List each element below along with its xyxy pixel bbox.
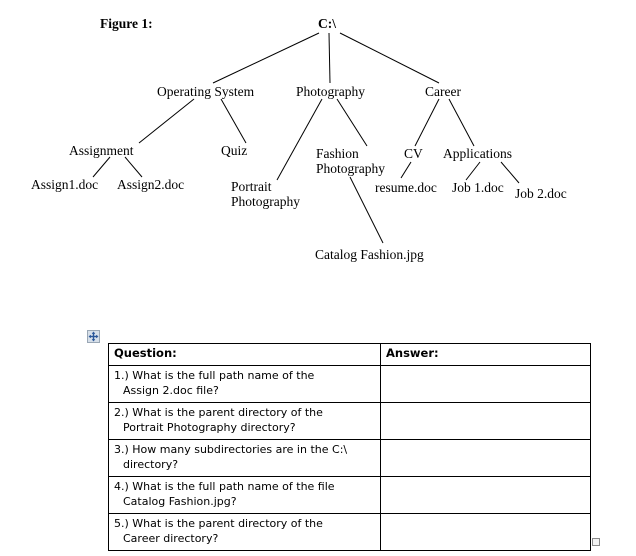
tree-node-assign1: Assign1.doc <box>31 177 99 192</box>
tree-edge-career-to-applications <box>448 98 475 147</box>
tree-node-fashion: Fashion Photography <box>316 146 385 176</box>
tree-edge-root-to-photography <box>328 32 331 84</box>
column-header-question: Question: <box>108 343 381 366</box>
question-line-2: directory? <box>123 458 179 471</box>
tree-node-job1: Job 1.doc <box>452 180 504 195</box>
tree-edge-root-to-os <box>212 32 320 84</box>
tree-node-resume: resume.doc <box>375 180 437 195</box>
qa-table-wrapper: Question: Answer: 1.) What is the full p… <box>108 343 591 551</box>
question-line-2: Career directory? <box>123 532 219 545</box>
figure-tree-diagram: Figure 1: C:\ Operating System Photography… <box>31 16 567 262</box>
tree-edge-root-to-career <box>339 32 440 84</box>
question-line-2: Assign 2.doc file? <box>123 384 219 397</box>
question-line-1: 3.) How many subdirectories are in the C… <box>114 443 348 456</box>
question-line-1: 4.) What is the full path name of the fi… <box>114 480 335 493</box>
answer-cell[interactable] <box>380 365 591 403</box>
question-cell: 4.) What is the full path name of the fi… <box>108 476 381 514</box>
move-cross-icon <box>88 331 99 342</box>
question-line-1: 5.) What is the parent directory of the <box>114 517 323 530</box>
table-resize-handle-icon[interactable] <box>592 538 600 546</box>
tree-edge-photography-to-fashion <box>336 98 368 147</box>
answer-cell[interactable] <box>380 476 591 514</box>
tree-edge-career-to-cv <box>414 98 440 147</box>
tree-node-assign2: Assign2.doc <box>117 177 185 192</box>
question-line-2: Portrait Photography directory? <box>123 421 296 434</box>
table-move-handle-icon[interactable] <box>87 330 100 343</box>
qa-table: Question: Answer: 1.) What is the full p… <box>108 343 591 551</box>
tree-node-career: Career <box>425 84 461 99</box>
tree-edge-os-to-assignment <box>138 98 195 144</box>
figure-caption: Figure 1: <box>100 16 153 31</box>
tree-node-portrait: Portrait Photography <box>231 179 300 209</box>
column-header-answer: Answer: <box>380 343 591 366</box>
tree-edge-assignment-to-assign2 <box>124 156 143 178</box>
answer-cell[interactable] <box>380 402 591 440</box>
tree-node-assignment: Assignment <box>69 143 134 158</box>
table-row: 4.) What is the full path name of the fi… <box>108 476 591 514</box>
question-line-1: 1.) What is the full path name of the <box>114 369 315 382</box>
table-header-row: Question: Answer: <box>108 343 591 366</box>
tree-node-quiz: Quiz <box>221 143 248 158</box>
answer-cell[interactable] <box>380 513 591 551</box>
tree-edge-cv-to-resume <box>400 161 412 179</box>
tree-node-applications: Applications <box>443 146 512 161</box>
tree-node-photography: Photography <box>296 84 365 99</box>
tree-edge-os-to-quiz <box>220 98 247 144</box>
tree-node-root: C:\ <box>318 16 336 31</box>
tree-edge-applications-to-job1 <box>465 161 481 181</box>
answer-cell[interactable] <box>380 439 591 477</box>
tree-node-os: Operating System <box>157 84 255 99</box>
table-row: 3.) How many subdirectories are in the C… <box>108 439 591 477</box>
question-line-1: 2.) What is the parent directory of the <box>114 406 323 419</box>
tree-edge-assignment-to-assign1 <box>92 156 111 178</box>
question-cell: 3.) How many subdirectories are in the C… <box>108 439 381 477</box>
question-line-2: Catalog Fashion.jpg? <box>123 495 237 508</box>
tree-node-catalog: Catalog Fashion.jpg <box>315 247 424 262</box>
tree-node-job2: Job 2.doc <box>515 186 567 201</box>
tree-node-cv: CV <box>404 146 423 161</box>
